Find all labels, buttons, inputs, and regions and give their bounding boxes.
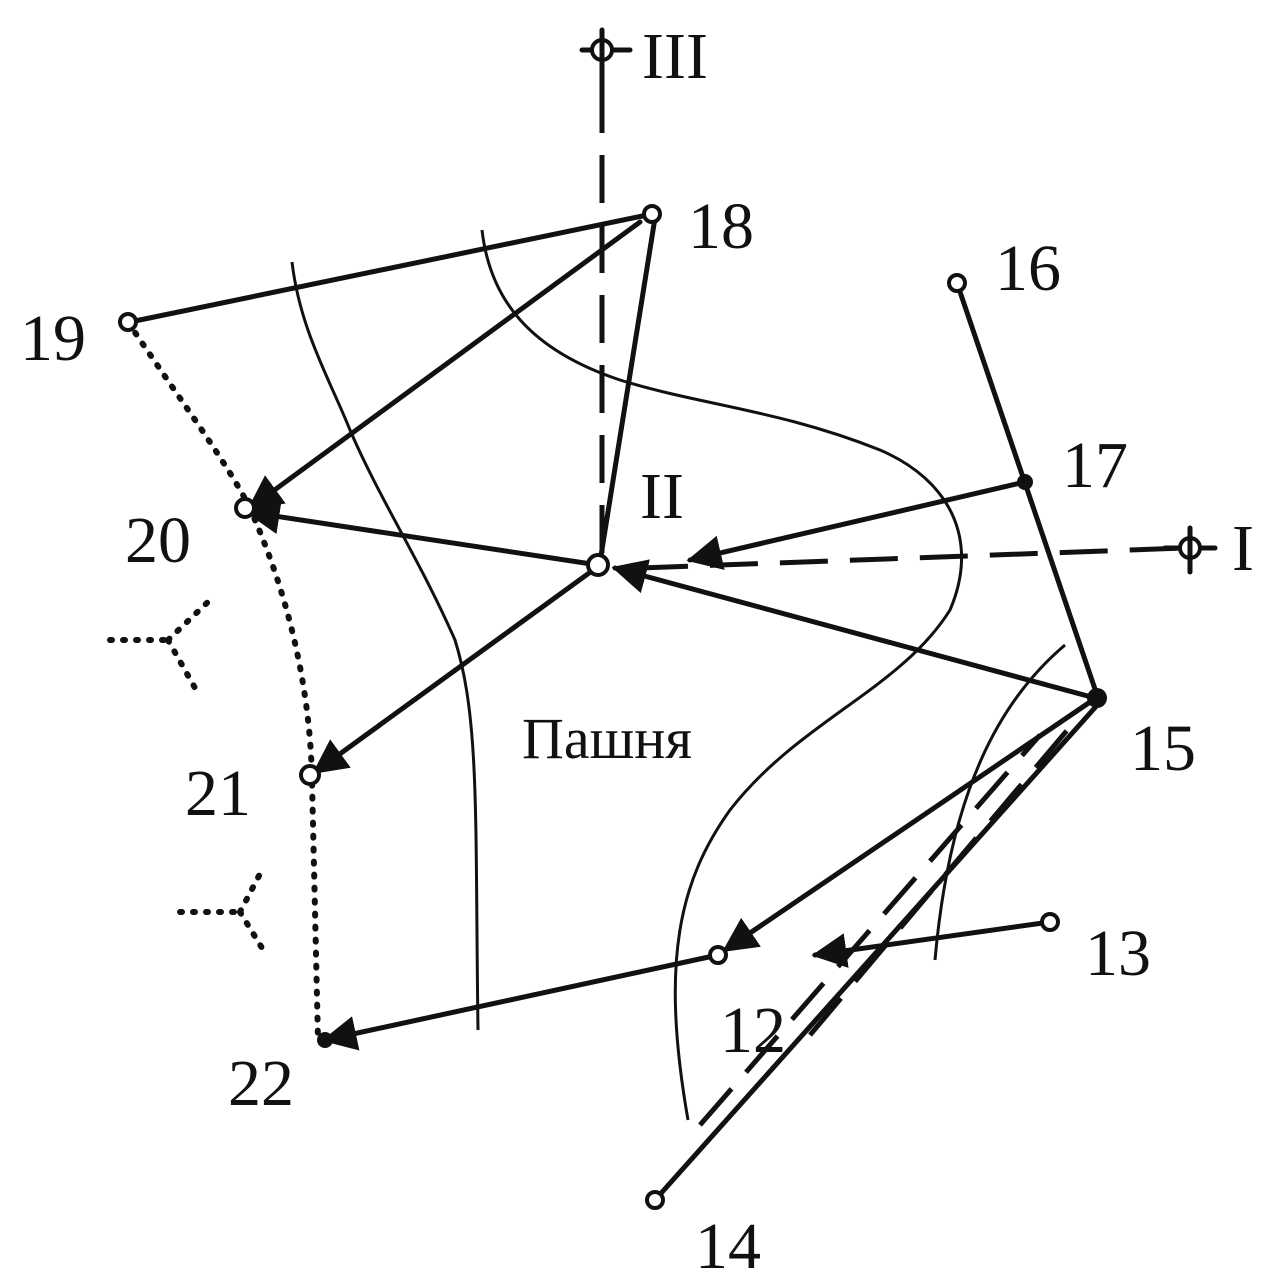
point-marker-12: [708, 945, 728, 965]
segment-17-II: [686, 479, 1028, 570]
point-label-14: 14: [695, 1210, 761, 1277]
landmark-label-II: II: [640, 460, 684, 533]
field-boundary-middle: [480, 229, 964, 1121]
point-label-16: 16: [995, 232, 1061, 305]
landmark-label-III: III: [642, 20, 708, 93]
point-label-20: 20: [125, 504, 191, 577]
dotted-mark-2: [177, 867, 265, 951]
point-marker-19: [118, 312, 138, 332]
dashed-line-I: [639, 545, 1186, 571]
point-marker-14: [645, 1190, 665, 1210]
point-marker-20: [234, 497, 256, 519]
area-label: Пашня: [522, 706, 692, 771]
point-marker-16: [947, 273, 967, 293]
point-marker-17: [1017, 474, 1033, 490]
landmark-label-I: I: [1232, 512, 1254, 585]
segment-18-19: [127, 211, 655, 325]
field-boundary-left: [290, 261, 480, 1031]
point-label-15: 15: [1130, 712, 1196, 785]
segment-II-20: [244, 499, 601, 568]
point-label-22: 22: [228, 1047, 294, 1120]
landmark-I-symbol: [1162, 525, 1218, 575]
segment-18-20: [247, 219, 643, 511]
segment-12-22: [321, 952, 721, 1051]
segment-18-II: [597, 215, 658, 565]
point-label-17: 17: [1062, 429, 1128, 502]
point-label-18: 18: [688, 190, 754, 263]
dotted-boundary: [125, 319, 321, 1043]
segment-II-21: [312, 565, 599, 775]
point-marker-13: [1040, 912, 1060, 932]
point-marker-18: [642, 204, 662, 224]
segment-15-14: [652, 699, 1103, 1203]
point-marker-21: [299, 764, 321, 786]
point-marker-15: [1087, 688, 1107, 708]
dotted-mark-1: [107, 597, 213, 691]
point-label-13: 13: [1085, 917, 1151, 990]
field-boundary-right: [933, 643, 1066, 961]
segment-13-arrow: [811, 919, 1053, 968]
point-label-12: 12: [720, 994, 786, 1067]
point-label-21: 21: [185, 757, 251, 830]
point-marker-22: [317, 1032, 333, 1048]
segment-15-12: [722, 697, 1096, 953]
segment-15-II: [611, 559, 1098, 701]
dashed-line-14-15: [698, 733, 1042, 1127]
landmark-III-symbol: [579, 27, 633, 93]
point-marker-II: [586, 553, 610, 577]
point-label-19: 19: [20, 302, 86, 375]
